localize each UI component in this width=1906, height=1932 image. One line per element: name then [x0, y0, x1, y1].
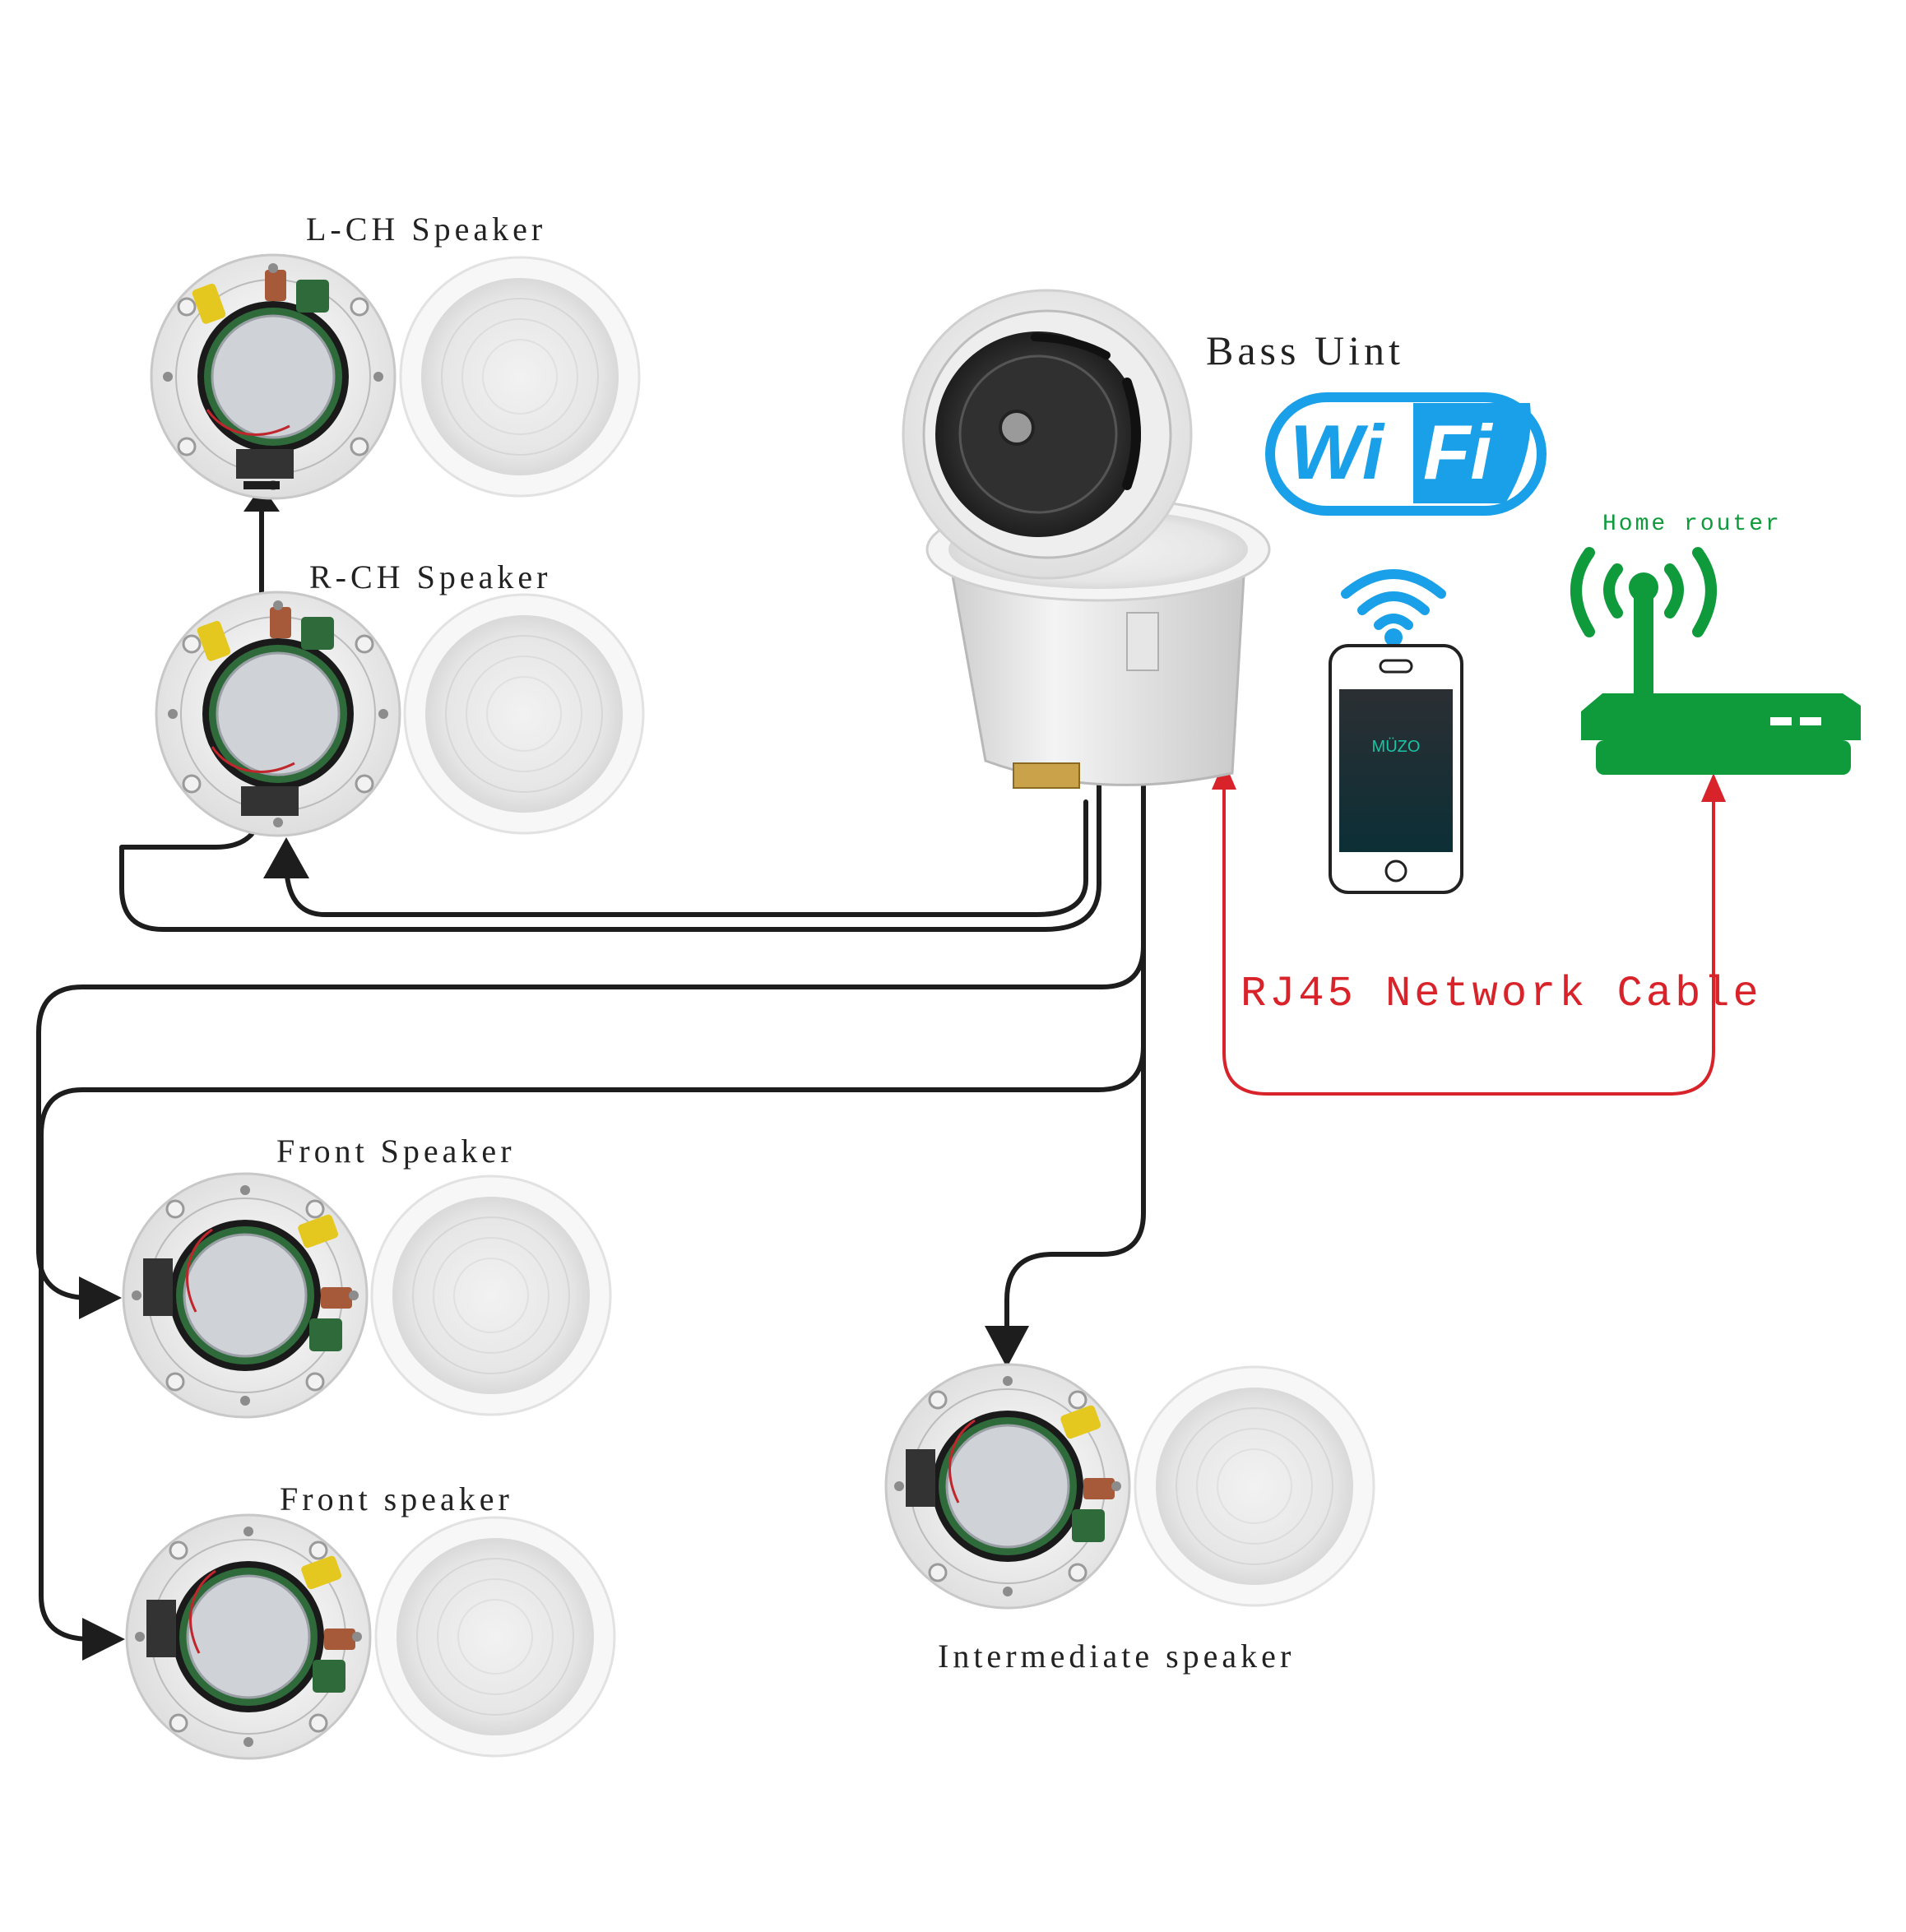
arrow-rch [263, 837, 309, 878]
arrow-cable-router [1701, 773, 1726, 802]
bass-unit [902, 289, 1271, 789]
arrow-front2 [82, 1618, 125, 1661]
front-speaker-pair-1 [123, 1174, 612, 1417]
intermediate-speaker-pair [886, 1364, 1375, 1608]
lch-speaker-back [150, 253, 397, 500]
network-cable [1222, 784, 1715, 1096]
front2-speaker-grille [374, 1516, 616, 1758]
wifi-logo: Wi Fi [1265, 392, 1547, 516]
network-cable-label: RJ45 Network Cable [1241, 970, 1762, 1018]
bass-enclosure [951, 574, 1245, 786]
front1-speaker-back [123, 1174, 367, 1417]
wire-rch [284, 799, 1088, 917]
home-router-label: Home router [1602, 512, 1782, 537]
rch-speaker-label: R-CH Speaker [309, 558, 551, 595]
lch-speaker-grille [399, 256, 641, 498]
front-speaker-label-1: Front Speaker [276, 1133, 516, 1170]
phone-home-button [1384, 859, 1407, 883]
wire-front1 [36, 779, 1146, 1300]
phone-screen [1339, 689, 1453, 852]
front2-speaker-back [127, 1515, 370, 1758]
arrow-front1 [79, 1276, 122, 1319]
wifi-logo-left-text: Wi [1290, 409, 1385, 495]
bass-tweeter [999, 410, 1035, 446]
router-icon [1570, 547, 1861, 775]
wire-front2 [39, 943, 1146, 1642]
lch-speaker-pair [150, 253, 641, 500]
front1-speaker-grille [370, 1174, 612, 1416]
bass-unit-label: Bass Uint [1206, 327, 1404, 373]
smartphone-icon: MÜZO [1329, 644, 1463, 894]
rch-speaker-grille [403, 593, 645, 835]
phone-app-label: MÜZO [1372, 738, 1421, 756]
intermediate-speaker-grille [1134, 1365, 1375, 1607]
wifi-logo-right-text: Fi [1423, 409, 1493, 495]
front-speaker-label-2: Front speaker [280, 1480, 513, 1517]
rch-speaker-back [155, 591, 401, 837]
intermediate-speaker-back [886, 1364, 1129, 1608]
router-body [1581, 693, 1861, 740]
arrow-intermediate [985, 1326, 1029, 1368]
lch-speaker-label: L-CH Speaker [306, 211, 546, 248]
rch-speaker-pair [155, 591, 645, 837]
front-speaker-pair-2 [127, 1515, 616, 1758]
lch-terminal [243, 481, 280, 489]
wire-intermediate [1004, 1042, 1146, 1335]
bass-terminals [1013, 762, 1080, 789]
intermediate-speaker-label: Intermediate speaker [938, 1638, 1295, 1675]
wire-lch [119, 507, 1101, 932]
wifi-signal-icon [1341, 569, 1446, 646]
